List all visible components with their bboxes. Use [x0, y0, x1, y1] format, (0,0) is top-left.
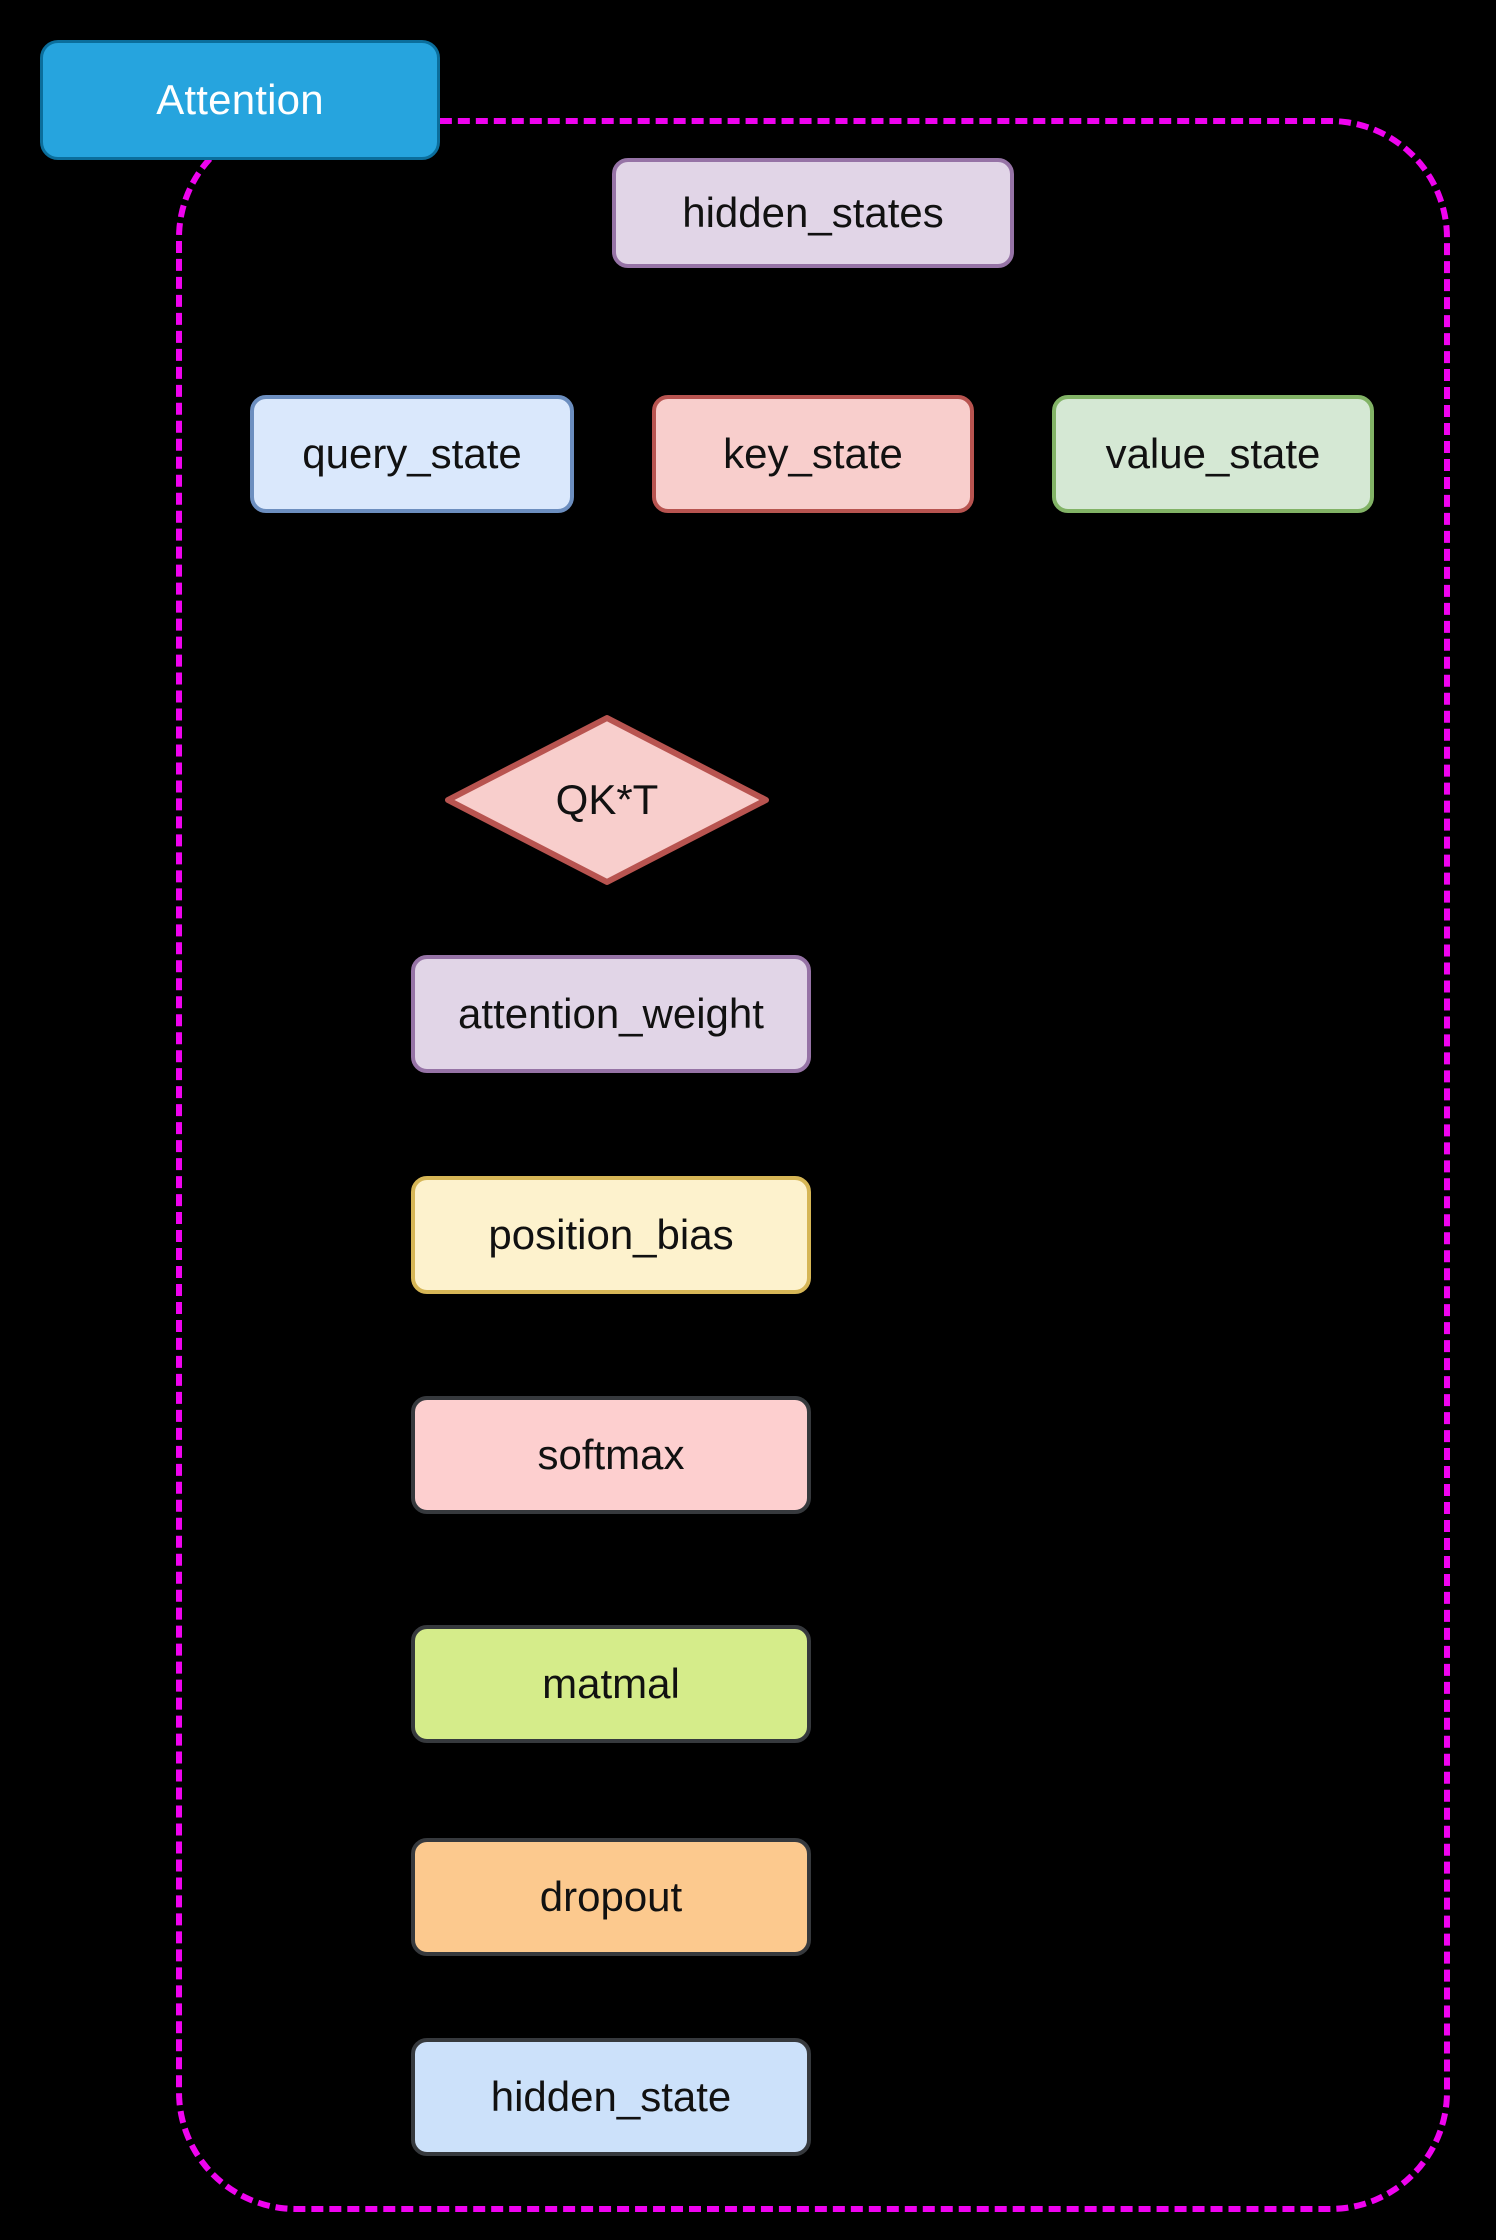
node-key-state[interactable]: key_state — [652, 395, 974, 513]
node-key-state-label: key_state — [723, 429, 903, 477]
node-query-state[interactable]: query_state — [250, 395, 574, 513]
node-position-bias[interactable]: position_bias — [411, 1176, 811, 1294]
node-qkt[interactable]: QK*T — [444, 714, 770, 886]
node-hidden-state[interactable]: hidden_state — [411, 2038, 811, 2156]
node-dropout-label: dropout — [539, 1872, 683, 1920]
diamond-shape-icon — [445, 715, 769, 885]
node-softmax[interactable]: softmax — [411, 1396, 811, 1514]
node-value-state[interactable]: value_state — [1052, 395, 1374, 513]
node-hidden-states-label: hidden_states — [682, 188, 944, 236]
subgraph-attention-label[interactable]: Attention — [40, 40, 440, 160]
node-hidden-states[interactable]: hidden_states — [612, 158, 1014, 268]
node-attention-weight-label: attention_weight — [458, 989, 764, 1037]
node-attention-weight[interactable]: attention_weight — [411, 955, 811, 1073]
node-position-bias-label: position_bias — [488, 1210, 734, 1258]
node-query-state-label: query_state — [302, 429, 522, 477]
node-hidden-state-label: hidden_state — [490, 2072, 732, 2120]
node-softmax-label: softmax — [537, 1430, 685, 1478]
subgraph-attention-label-text: Attention — [156, 76, 324, 123]
node-matmal[interactable]: matmal — [411, 1625, 811, 1743]
node-value-state-label: value_state — [1105, 429, 1321, 477]
node-dropout[interactable]: dropout — [411, 1838, 811, 1956]
node-matmal-label: matmal — [542, 1659, 680, 1707]
